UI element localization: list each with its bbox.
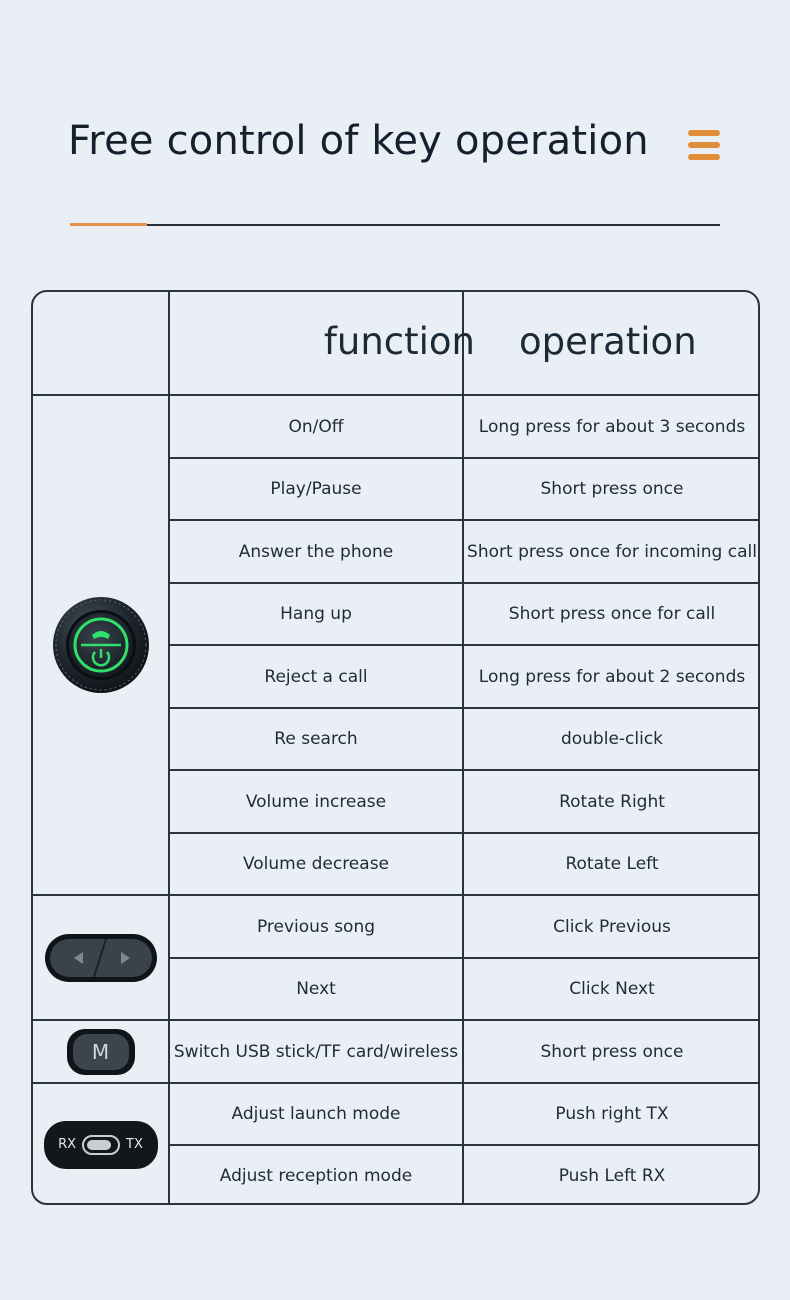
prev-next-cell [33, 896, 168, 1019]
round-knob-power-phone-icon [52, 597, 149, 693]
function-cell: Previous song [256, 916, 376, 937]
operation-cell: Short press once for incoming call [467, 541, 757, 562]
operation-cell: Short press once for call [508, 604, 716, 624]
function-cell: Play/Pause [270, 479, 362, 499]
function-cell: Answer the phone [238, 541, 394, 562]
function-cell: Hang up [280, 604, 352, 624]
row-divider [168, 1144, 758, 1146]
menu-icon[interactable] [688, 130, 720, 160]
title-underline-accent [70, 223, 147, 226]
tx-label: TX [126, 1137, 143, 1152]
operation-cell: Rotate Right [559, 791, 665, 812]
rx-label: RX [58, 1137, 77, 1152]
function-cell: Reject a call [264, 666, 368, 687]
page-title: Free control of key operation [68, 118, 649, 164]
function-cell: Adjust launch mode [231, 1104, 401, 1124]
rx-tx-cell: RX TX [33, 1084, 168, 1203]
column-divider [168, 292, 170, 1203]
function-cell: Next [296, 979, 336, 999]
row-divider [168, 832, 758, 834]
operation-cell: Long press for about 2 seconds [478, 666, 746, 687]
column-header-function: function [323, 320, 475, 363]
operation-cell: Short press once [540, 1041, 684, 1062]
row-divider [168, 644, 758, 646]
row-divider [168, 769, 758, 771]
function-cell: Switch USB stick/TF card/wireless [173, 1041, 459, 1062]
switch-slider [82, 1134, 121, 1155]
key-operation-table: function operation [31, 290, 760, 1205]
operation-cell: Click Next [569, 979, 655, 999]
row-divider [33, 894, 758, 896]
column-header-operation: operation [519, 320, 697, 363]
row-divider [168, 457, 758, 459]
row-divider [168, 957, 758, 959]
operation-cell: Click Previous [553, 916, 671, 937]
operation-cell: double-click [560, 729, 664, 749]
operation-cell: Rotate Left [565, 854, 659, 874]
row-divider [168, 519, 758, 521]
row-divider [168, 707, 758, 709]
column-divider [462, 292, 464, 1203]
operation-cell: Push Left RX [558, 1165, 666, 1186]
m-button-label: M [72, 1033, 129, 1070]
row-divider [168, 582, 758, 584]
m-button-icon: M [66, 1028, 135, 1075]
round-knob-cell [33, 396, 168, 894]
prev-next-rocker-icon [44, 933, 157, 982]
function-cell: Volume decrease [242, 854, 390, 874]
row-divider [33, 394, 758, 396]
operation-cell: Long press for about 3 seconds [478, 416, 746, 437]
rx-tx-switch-icon: RX TX [43, 1120, 158, 1169]
m-button-cell: M [33, 1021, 168, 1082]
operation-cell: Push right TX [555, 1104, 669, 1124]
function-cell: Volume increase [245, 791, 387, 812]
function-cell: On/Off [288, 416, 344, 437]
function-cell: Re search [274, 729, 358, 749]
row-divider [33, 1019, 758, 1021]
row-divider [33, 1082, 758, 1084]
operation-cell: Short press once [540, 479, 684, 499]
title-underline [147, 224, 720, 226]
function-cell: Adjust reception mode [219, 1165, 413, 1186]
